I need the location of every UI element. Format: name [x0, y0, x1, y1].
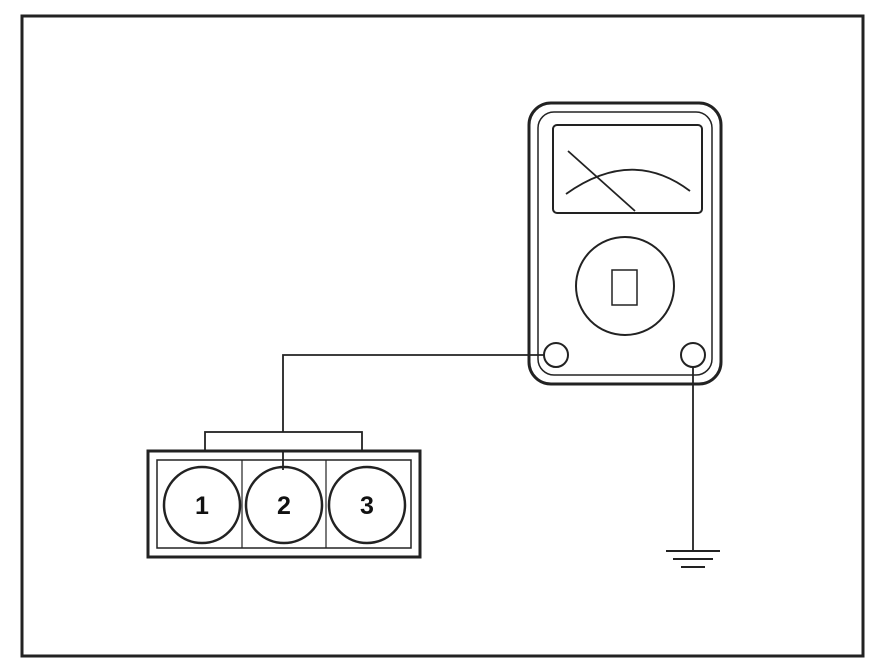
meter-needle	[567, 150, 636, 212]
meter-right-terminal	[680, 342, 706, 368]
diagram-frame	[20, 14, 865, 658]
connector-latch	[204, 431, 363, 453]
pin-3	[327, 465, 407, 545]
ground-icon	[666, 550, 720, 568]
meter-scale-arc	[565, 168, 691, 195]
meter-body-inner	[537, 111, 713, 376]
multimeter	[527, 101, 723, 386]
probe-wire-to-pin-2	[282, 354, 544, 461]
connector: 1 2 3	[146, 431, 422, 559]
meter-dial-knob	[611, 269, 638, 306]
pin-2	[244, 465, 324, 545]
pin-2-label: 2	[277, 492, 291, 520]
connector-housing-inner	[156, 459, 412, 549]
pin-3-label: 3	[360, 492, 374, 520]
pin-1	[162, 465, 242, 545]
pin-1-label: 1	[195, 492, 209, 520]
meter-left-terminal	[543, 342, 569, 368]
meter-dial	[575, 236, 675, 336]
